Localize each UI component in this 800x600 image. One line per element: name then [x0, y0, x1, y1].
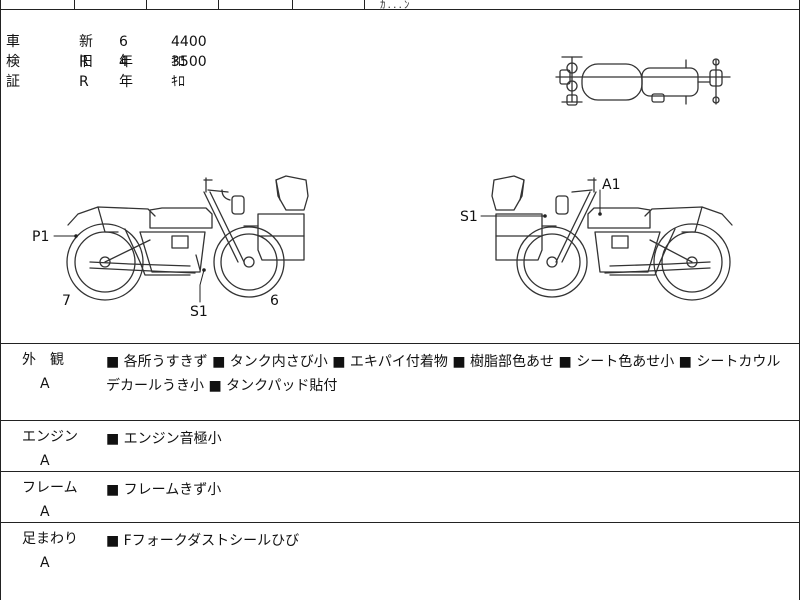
label-p1: P1: [32, 229, 49, 245]
leader-dots: [74, 212, 602, 272]
motorcycle-right-view: [491, 175, 733, 301]
section-notes: ■ フレームきず小: [106, 482, 222, 498]
label-s1-right: S1: [460, 209, 478, 225]
inspection-type: 新R: [79, 34, 93, 70]
section-category: 外 観: [22, 352, 64, 368]
section-suspension: 足まわり A ■ Fフォークダストシールひび: [0, 523, 800, 600]
inspection-term: 6年: [119, 34, 133, 70]
section-frame: フレーム A ■ フレームきず小: [0, 472, 800, 522]
top-header-strip: ｶ...ﾝ: [0, 0, 800, 11]
motorcycle-diagram: P1 S1 7 6 A1 S1: [32, 56, 733, 320]
diagram-labels: P1 S1 7 6 A1 S1: [32, 177, 620, 320]
section-notes: ■ Fフォークダストシールひび: [106, 533, 300, 549]
motorcycle-left-view: [66, 175, 309, 301]
label-7: 7: [62, 293, 71, 309]
section-category: エンジン: [22, 429, 78, 445]
label-s1-left: S1: [190, 304, 208, 320]
section-category: 足まわり: [22, 531, 78, 547]
section-grade: A: [40, 453, 50, 469]
section-grade: A: [40, 555, 50, 571]
section-engine: エンジン A ■ エンジン音極小: [0, 421, 800, 471]
section-grade: A: [40, 376, 50, 392]
divider: [0, 522, 800, 523]
motorcycle-top-view: [555, 56, 731, 106]
leader-lines: [53, 189, 601, 303]
divider: [0, 471, 800, 472]
divider: [0, 343, 800, 344]
section-category: フレーム: [22, 480, 78, 496]
section-notes: ■ エンジン音極小: [106, 431, 222, 447]
section-notes: ■ 各所うすきず ■ タンク内さび小 ■ エキパイ付着物 ■ 樹脂部色あせ ■ …: [106, 354, 781, 394]
inspection-distance: 4400ｷﾛ: [171, 34, 207, 70]
inspection-term: 4年: [119, 54, 133, 90]
label-6: 6: [270, 293, 279, 309]
top-strip-text: ｶ...ﾝ: [380, 0, 412, 11]
divider: [0, 420, 800, 421]
section-exterior: 外 観 A ■ 各所うすきず ■ タンク内さび小 ■ エキパイ付着物 ■ 樹脂部…: [0, 344, 800, 420]
inspection-label: 車検証: [6, 34, 20, 90]
label-a1: A1: [602, 177, 620, 193]
inspection-type: 旧R: [79, 54, 93, 90]
section-grade: A: [40, 504, 50, 520]
inspection-distance: 3500ｷﾛ: [171, 54, 207, 90]
